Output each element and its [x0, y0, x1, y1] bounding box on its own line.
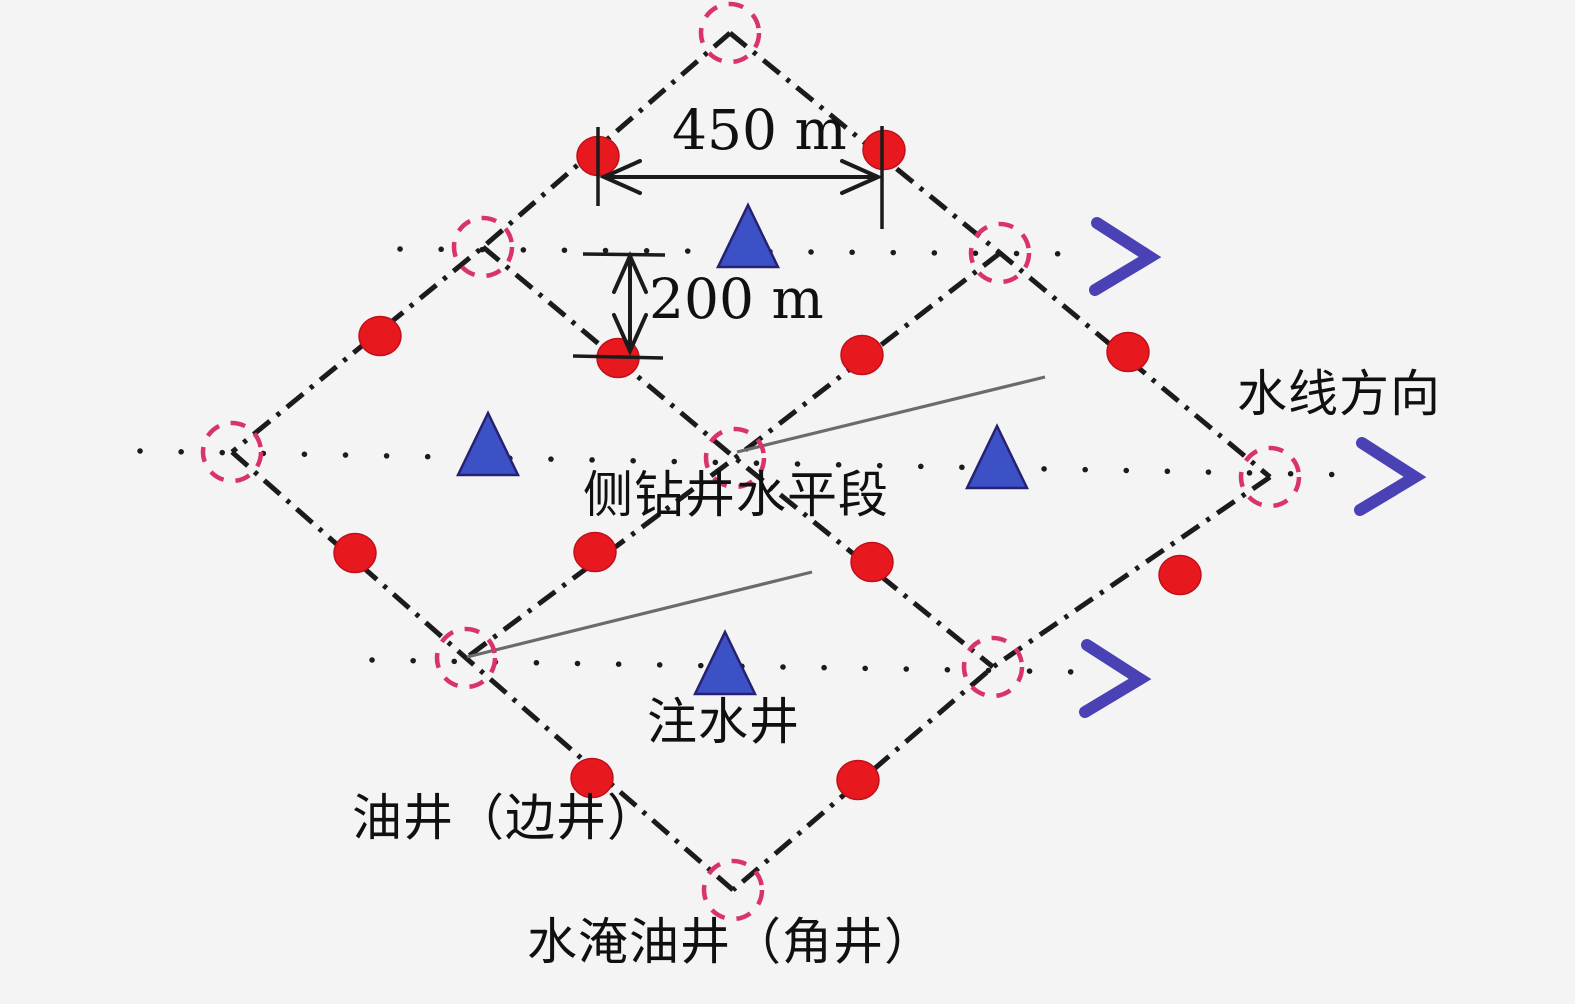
oil-well-marker: [570, 757, 614, 799]
sidetrack-horizontal-line: [466, 570, 813, 659]
flooded-well-marker: [698, 1, 762, 65]
flooded-well-marker: [451, 215, 515, 279]
flooded-well-marker: [968, 221, 1032, 285]
pattern-grid-line: [230, 450, 735, 892]
flooded-well-marker: [200, 420, 264, 484]
injection-well-marker: [965, 423, 1029, 490]
flooded-well-marker: [701, 858, 765, 922]
sidetrack-label: 侧钻井水平段: [583, 466, 889, 524]
water-direction-arrow-icon: [1079, 639, 1152, 718]
width-dimension-arrow-head: [599, 159, 642, 195]
flooded-well-marker: [961, 635, 1025, 699]
water-direction-label: 水线方向: [1237, 365, 1441, 423]
pattern-grid-line: [731, 474, 1272, 892]
oil-well-marker: [333, 532, 377, 574]
injection-well-marker: [716, 202, 780, 269]
spacing-dimension-tick: [582, 252, 666, 257]
water-direction-arrow-icon: [1089, 217, 1162, 296]
spacing-dimension-tick: [572, 354, 664, 360]
dim-200-label: 200 m: [649, 267, 824, 331]
width-dimension-arrow-head: [840, 159, 883, 195]
injection-well-marker: [693, 629, 757, 696]
spacing-dimension-arrow-head: [612, 251, 648, 294]
oil-well-marker: [850, 541, 894, 583]
oil-well-marker: [358, 315, 402, 357]
oil-well-marker: [573, 531, 617, 573]
water-direction-arrow-icon: [1354, 437, 1427, 516]
flooded-well-corner-label: 水淹油井（角井）: [527, 913, 935, 971]
oil-well-marker: [840, 334, 884, 376]
dim-450-label: 450 m: [672, 98, 847, 162]
flooded-well-marker: [434, 626, 498, 690]
spacing-dimension-arrow-head: [612, 313, 648, 356]
oil-well-marker: [1106, 331, 1150, 373]
injection-well-marker: [456, 410, 520, 477]
oil-well-marker: [1158, 554, 1202, 596]
flooded-well-marker: [703, 426, 767, 490]
flooded-well-marker: [1238, 445, 1302, 509]
oil-well-marker: [862, 129, 906, 171]
oil-well-marker: [836, 759, 880, 801]
sidetrack-horizontal-line: [736, 375, 1046, 454]
injection-well-label: 注水井: [647, 693, 800, 751]
oil-well-edge-label: 油井（边井）: [352, 789, 658, 847]
